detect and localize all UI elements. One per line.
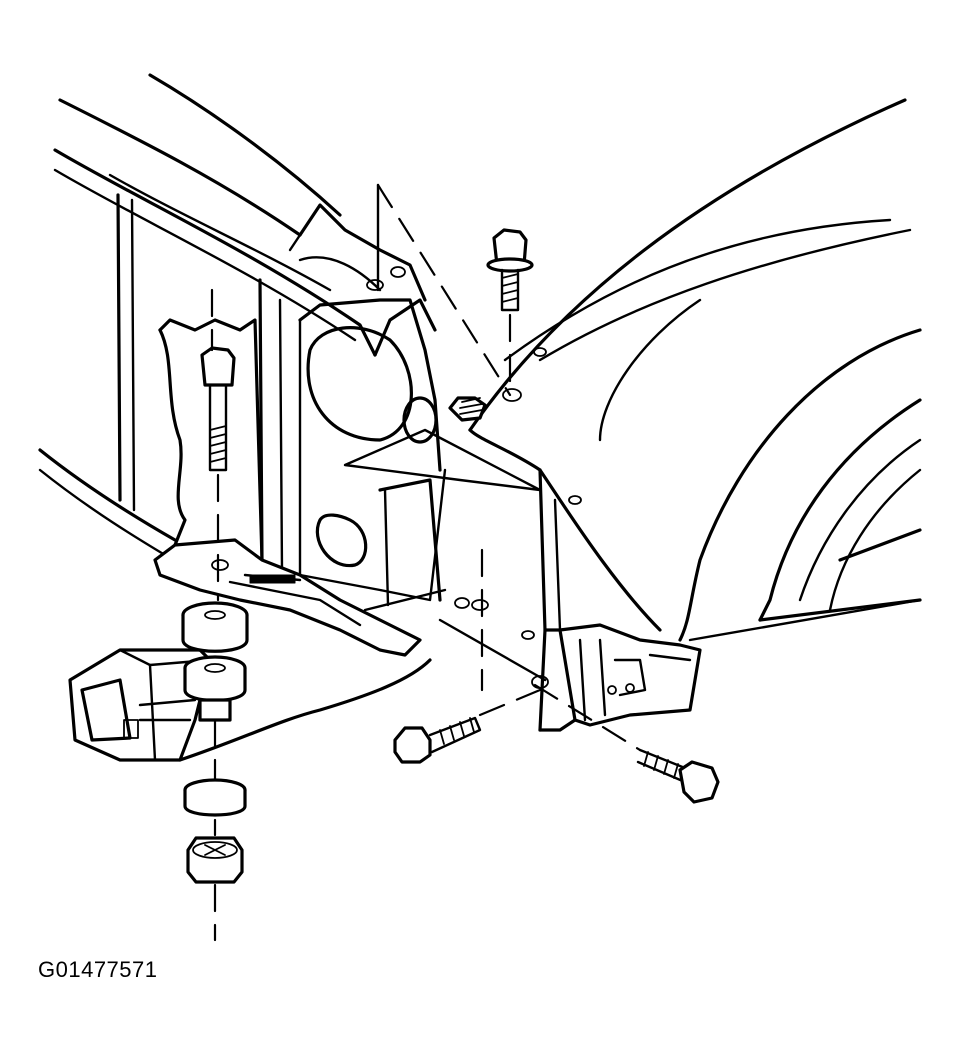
side-bolt (448, 396, 487, 422)
fender-bolt-lower-left (393, 716, 482, 764)
fender-bolt-lower-right (636, 748, 720, 804)
side-bracket (298, 298, 447, 607)
mounting-bracket-plate (153, 538, 422, 657)
body-mount-bolt (200, 346, 236, 472)
radiator-support-upper (53, 73, 437, 357)
frame-rail (68, 648, 432, 762)
body-mount-stack (181, 601, 249, 884)
alignment-lines (210, 183, 642, 942)
radiator-support-side (38, 193, 302, 577)
fastener-holes (211, 266, 582, 689)
fender-bolt-upper (486, 228, 534, 312)
figure-id: G01477571 (38, 957, 158, 982)
fender-bracket (538, 468, 702, 732)
fender (468, 98, 922, 642)
